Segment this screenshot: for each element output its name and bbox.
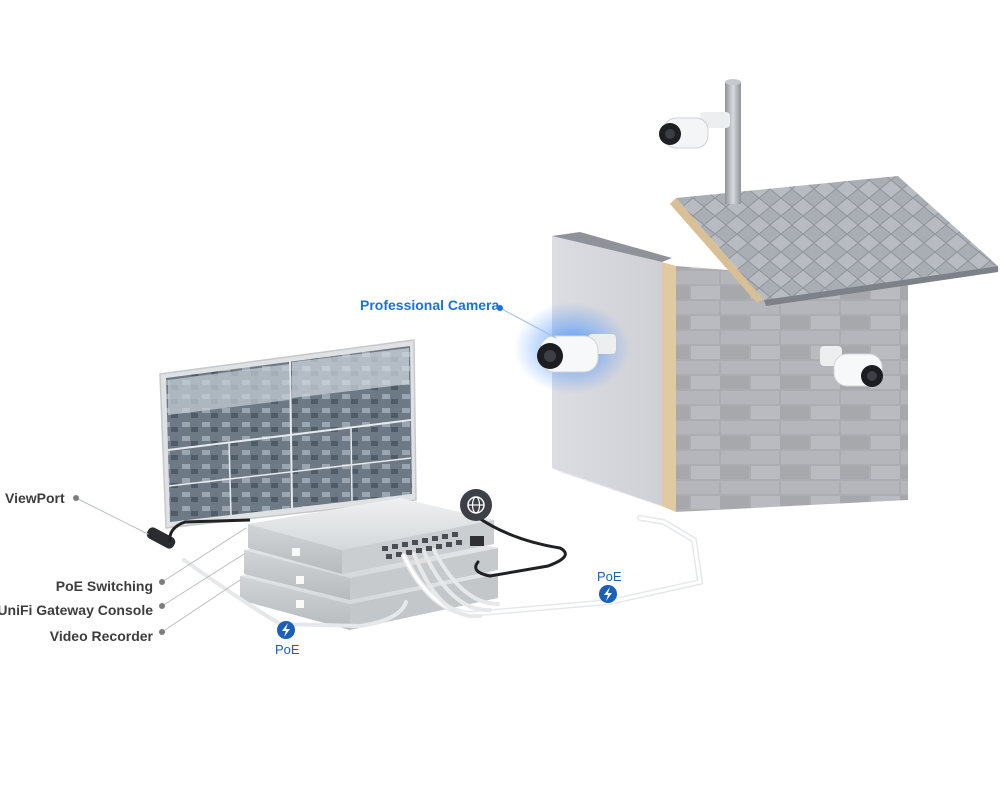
leader-professional-camera [499,307,557,339]
roof-edge [764,266,998,306]
viewport-device [146,518,251,549]
building-brick-wall [676,266,908,512]
pole [725,82,741,204]
professional-camera-label: Professional Camera [360,297,500,313]
lightning-bolt-icon-left [277,621,295,639]
cables [75,307,704,633]
internet-cable [474,514,567,578]
wooden-edge [662,262,676,512]
leader-viewport [75,497,149,535]
leader-gateway [161,553,245,607]
brick-wall-shade [676,266,908,512]
gateway-front [244,550,350,600]
video-recorder-label: Video Recorder [49,628,153,644]
globe-icon [460,489,492,521]
lightning-bolt-icon-right [599,585,617,603]
poe-label-left: PoE [275,642,300,657]
poe-label-right: PoE [597,569,622,584]
poe-switching-label: PoE Switching [55,578,153,594]
viewport-label: ViewPort [5,490,65,506]
professional-camera [537,334,616,373]
roof-wood-trim [670,198,764,302]
roof [676,176,998,300]
gateway-console-label: UniFi Gateway Console [0,602,153,618]
building [552,79,998,512]
switch-ports [382,532,484,559]
video-recorder-front [240,576,350,630]
building-base-lip [552,468,672,510]
pole-camera [659,112,730,149]
building-left-wall-edge [552,232,672,262]
leader-dots [73,305,503,635]
monitor [159,339,417,529]
leader-recorder [161,579,241,633]
rack-stack [240,498,498,630]
leader-switching [161,527,247,583]
pole-cap [725,79,741,85]
brick-wall-camera [820,346,883,387]
switch-top [248,498,494,550]
